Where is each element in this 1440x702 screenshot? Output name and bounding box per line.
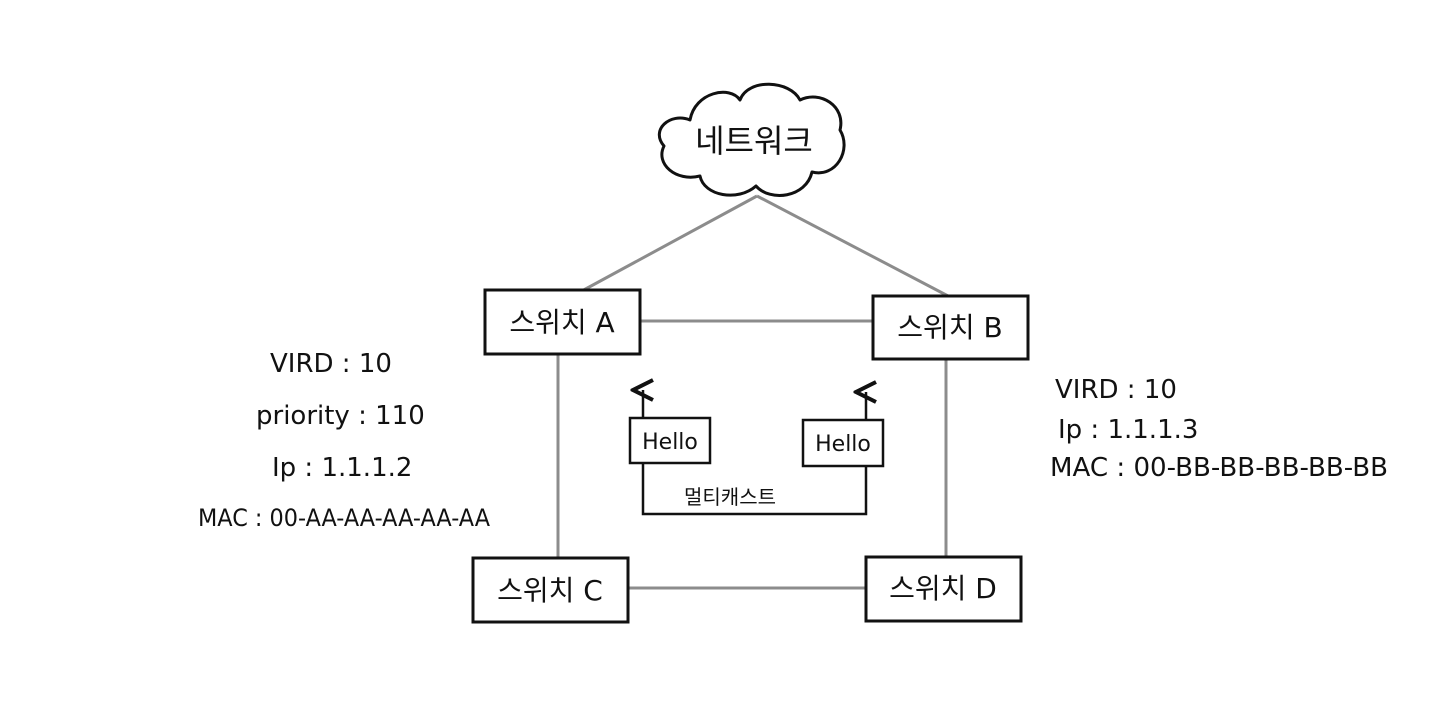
switch-b-ip: Ip : 1.1.1.3 [1058,415,1198,445]
switch-a-vrid: VIRD : 10 [270,349,392,379]
switch-d: 스위치 D [864,555,1023,623]
switch-b-info: VIRD : 10 Ip : 1.1.1.3 MAC : 00-BB-BB-BB… [1050,375,1388,483]
switch-c-label: 스위치 C [497,574,603,607]
switch-a-ip: Ip : 1.1.1.2 [272,453,412,483]
multicast-line [641,463,868,516]
switch-c: 스위치 C [471,556,630,624]
hello-right-label: Hello [815,432,871,457]
switch-b-mac: MAC : 00-BB-BB-BB-BB-BB [1050,453,1388,483]
link-cloud-a [579,194,758,294]
switch-d-label: 스위치 D [889,572,997,605]
cloud-label: 네트워크 [695,122,813,160]
network-cloud: 네트워크 [657,82,846,197]
switch-a-priority: priority : 110 [256,401,425,431]
switch-a-info: VIRD : 10 priority : 110 Ip : 1.1.1.2 MA… [198,349,491,532]
switch-b-label: 스위치 B [897,311,1002,344]
link-cloud-b [756,194,951,299]
switch-a-mac: MAC : 00-AA-AA-AA-AA-AA [198,504,491,532]
hello-left: Hello [628,416,712,465]
switch-b-vrid: VIRD : 10 [1055,375,1177,405]
hello-left-label: Hello [642,430,698,455]
switch-b: 스위치 B [871,294,1030,361]
multicast-label: 멀티캐스트 [684,485,776,509]
switch-a-label: 스위치 A [509,306,614,339]
switch-a: 스위치 A [483,288,642,356]
hello-right: Hello [801,418,885,468]
